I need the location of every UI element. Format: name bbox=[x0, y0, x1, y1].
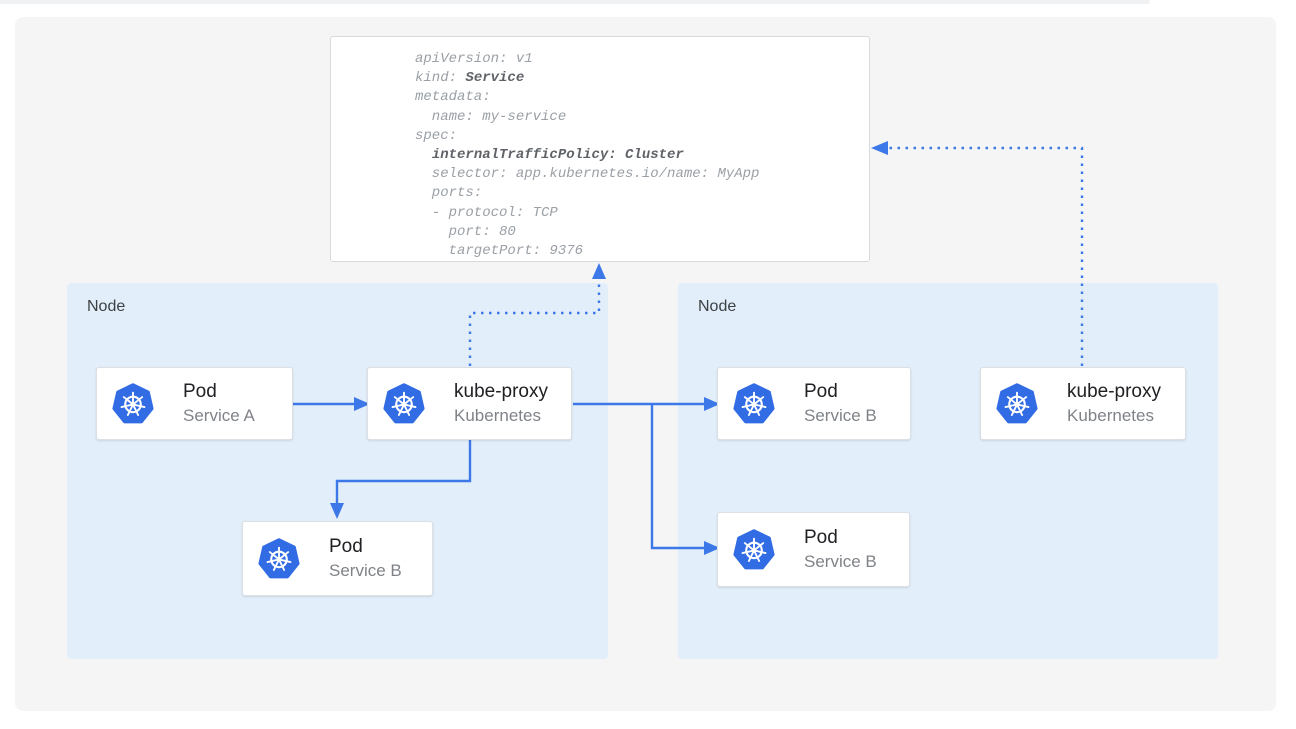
yaml-line-text: targetPort: 9376 bbox=[415, 243, 584, 260]
card-subtitle: Service B bbox=[804, 406, 877, 425]
kubernetes-logo-icon bbox=[258, 538, 300, 580]
card-title: Pod bbox=[804, 381, 838, 402]
yaml-line-text: kind: bbox=[415, 70, 466, 87]
yaml-code-line: kind: Service bbox=[415, 69, 869, 88]
yaml-code-line: selector: app.kubernetes.io/name: MyApp bbox=[415, 165, 869, 184]
card-text: Pod Service B bbox=[804, 380, 877, 427]
pod-service-a-card: Pod Service A bbox=[96, 367, 293, 440]
card-subtitle: Kubernetes bbox=[454, 406, 541, 425]
yaml-line-text: port: 80 bbox=[415, 223, 516, 240]
node-label: Node bbox=[698, 298, 737, 315]
yaml-code-line: metadata: bbox=[415, 88, 869, 107]
pod-service-b-right-top-card: Pod Service B bbox=[717, 367, 911, 440]
node-label: Node bbox=[87, 298, 126, 315]
kubernetes-logo-icon bbox=[733, 383, 775, 425]
kube-proxy-left-card: kube-proxy Kubernetes bbox=[367, 367, 572, 440]
kubernetes-logo-icon bbox=[733, 529, 775, 571]
card-subtitle: Service B bbox=[804, 552, 877, 571]
card-text: Pod Service B bbox=[804, 526, 877, 573]
card-subtitle: Service A bbox=[183, 406, 255, 425]
node-box-right: Node bbox=[678, 283, 1218, 659]
card-text: kube-proxy Kubernetes bbox=[454, 380, 548, 427]
yaml-line-text: name: my-service bbox=[415, 108, 567, 125]
card-title: Pod bbox=[329, 536, 363, 557]
pod-service-b-right-bottom-card: Pod Service B bbox=[717, 512, 910, 587]
kube-proxy-right-card: kube-proxy Kubernetes bbox=[980, 367, 1186, 440]
yaml-code-line: ports: bbox=[415, 184, 869, 203]
pod-service-b-left-card: Pod Service B bbox=[242, 521, 433, 596]
yaml-code-line: port: 80 bbox=[415, 223, 869, 242]
yaml-line-text bbox=[415, 147, 432, 163]
card-title: Pod bbox=[183, 381, 217, 402]
yaml-line-text: ports: bbox=[415, 185, 483, 202]
kubernetes-logo-icon bbox=[996, 383, 1038, 425]
card-title: kube-proxy bbox=[1067, 381, 1161, 402]
card-text: Pod Service B bbox=[329, 535, 402, 582]
service-yaml-code-block: apiVersion: v1 kind: Service metadata: n… bbox=[330, 36, 870, 262]
card-title: kube-proxy bbox=[454, 381, 548, 402]
kubernetes-logo-icon bbox=[383, 383, 425, 425]
card-text: Pod Service A bbox=[183, 380, 255, 427]
yaml-code-line: spec: bbox=[415, 127, 869, 146]
card-title: Pod bbox=[804, 527, 838, 548]
yaml-line-text: spec: bbox=[415, 127, 458, 144]
yaml-line-text: metadata: bbox=[415, 89, 491, 106]
kubernetes-logo-icon bbox=[112, 383, 154, 425]
yaml-code-line: - protocol: TCP bbox=[415, 204, 869, 223]
card-subtitle: Service B bbox=[329, 561, 402, 580]
yaml-line-text: - protocol: TCP bbox=[415, 204, 558, 221]
card-text: kube-proxy Kubernetes bbox=[1067, 380, 1161, 427]
yaml-line-bold-text: Service bbox=[465, 70, 525, 87]
node-box-left: Node bbox=[67, 283, 608, 659]
yaml-line-text: selector: app.kubernetes.io/name: MyApp bbox=[415, 166, 760, 183]
card-subtitle: Kubernetes bbox=[1067, 406, 1154, 425]
top-divider-line bbox=[0, 0, 1150, 4]
yaml-line-text: apiVersion: v1 bbox=[415, 51, 533, 67]
yaml-code-line: apiVersion: v1 bbox=[415, 50, 869, 69]
yaml-line-bold-text: internalTrafficPolicy: Cluster bbox=[431, 147, 684, 164]
yaml-code-line: targetPort: 9376 bbox=[415, 242, 869, 261]
yaml-code-line: internalTrafficPolicy: Cluster bbox=[415, 146, 869, 165]
yaml-code-line: name: my-service bbox=[415, 108, 869, 127]
